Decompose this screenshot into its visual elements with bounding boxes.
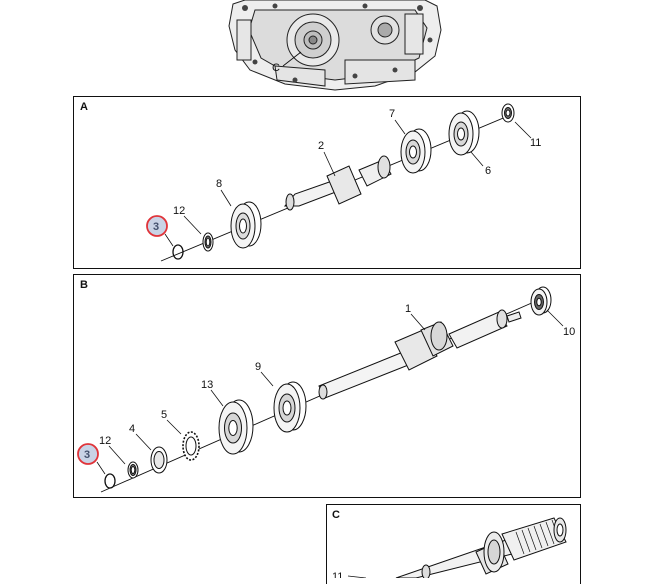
- panel-a-letter: A: [80, 101, 88, 113]
- panel-b-drawing: 1 10 9 13 5 4 12 3: [77, 286, 575, 493]
- callout-a-2: 2: [318, 140, 324, 152]
- callout-a-7: 7: [389, 108, 395, 120]
- callout-a-3: 3: [153, 221, 159, 233]
- panel-c-drawing: 11: [332, 517, 567, 578]
- callout-a-8: 8: [216, 178, 222, 190]
- callout-b-3: 3: [84, 449, 90, 461]
- callout-b-5: 5: [161, 409, 167, 421]
- callout-b-12: 12: [99, 435, 111, 447]
- callout-b-10: 10: [563, 326, 575, 338]
- panel-c: C: [326, 504, 581, 584]
- panel-a-drawing: 2 8 12 7 6 11 3: [146, 103, 541, 262]
- callout-c: C: [272, 62, 280, 74]
- callout-a-6: 6: [485, 165, 491, 177]
- callout-c-11: 11: [332, 571, 343, 578]
- callout-b-1: 1: [405, 303, 411, 315]
- callout-a-12: 12: [173, 205, 185, 217]
- panel-b-letter: B: [80, 279, 88, 291]
- highlight-ring-a-3: [146, 215, 168, 237]
- callout-b-13: 13: [201, 379, 213, 391]
- highlight-ring-b-3: [77, 443, 99, 465]
- gearbox-housing-view: C: [228, 0, 442, 91]
- callout-b-4: 4: [129, 423, 135, 435]
- panel-c-letter: C: [332, 509, 340, 521]
- callout-b-9: 9: [255, 361, 261, 373]
- callout-a-11: 11: [530, 137, 541, 149]
